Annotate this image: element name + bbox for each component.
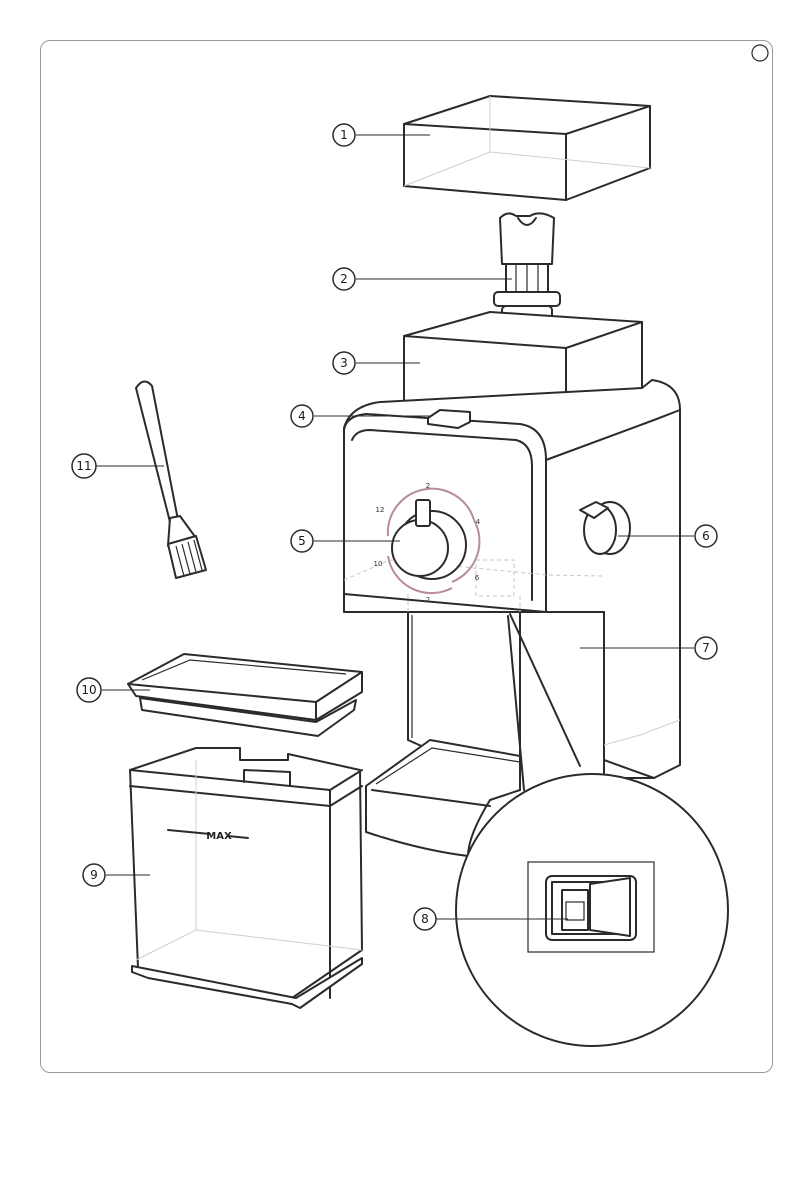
dial-tick-2-bottom: 2 — [426, 596, 430, 604]
burr-illustration — [494, 213, 560, 326]
svg-text:6: 6 — [702, 529, 710, 543]
coffee-container-illustration: MAX — [130, 748, 362, 1008]
svg-text:7: 7 — [702, 641, 710, 655]
container-lid-illustration — [128, 654, 362, 736]
callout-2: 2 — [333, 268, 355, 290]
svg-text:10: 10 — [81, 683, 96, 697]
callout-5: 5 — [291, 530, 313, 552]
top-button-illustration — [428, 410, 470, 428]
callout-10: 10 — [77, 678, 101, 702]
callout-8: 8 — [414, 908, 436, 930]
dial-tick-4: 4 — [476, 518, 481, 526]
dial-tick-6: 6 — [475, 574, 480, 582]
max-fill-label: MAX — [206, 831, 232, 842]
dial-tick-12: 12 — [376, 506, 385, 514]
callout-9: 9 — [83, 864, 105, 886]
callout-4: 4 — [291, 405, 313, 427]
svg-text:1: 1 — [340, 128, 348, 142]
svg-text:8: 8 — [421, 912, 429, 926]
callout-3: 3 — [333, 352, 355, 374]
svg-text:5: 5 — [298, 534, 306, 548]
svg-text:2: 2 — [340, 272, 348, 286]
cleaning-brush-illustration — [136, 381, 206, 578]
lid-illustration — [404, 96, 650, 200]
corner-marker-icon — [752, 45, 768, 61]
callout-1: 1 — [333, 124, 355, 146]
svg-text:11: 11 — [76, 459, 91, 473]
svg-text:9: 9 — [90, 868, 98, 882]
svg-text:4: 4 — [298, 409, 306, 423]
grinder-body-illustration — [344, 380, 680, 790]
side-knob-illustration — [580, 502, 630, 554]
callout-11: 11 — [72, 454, 96, 478]
svg-text:3: 3 — [340, 356, 348, 370]
callout-7: 7 — [695, 637, 717, 659]
callout-6: 6 — [695, 525, 717, 547]
dial-tick-2-top: 2 — [426, 482, 430, 490]
dial-tick-10: 10 — [374, 560, 383, 568]
